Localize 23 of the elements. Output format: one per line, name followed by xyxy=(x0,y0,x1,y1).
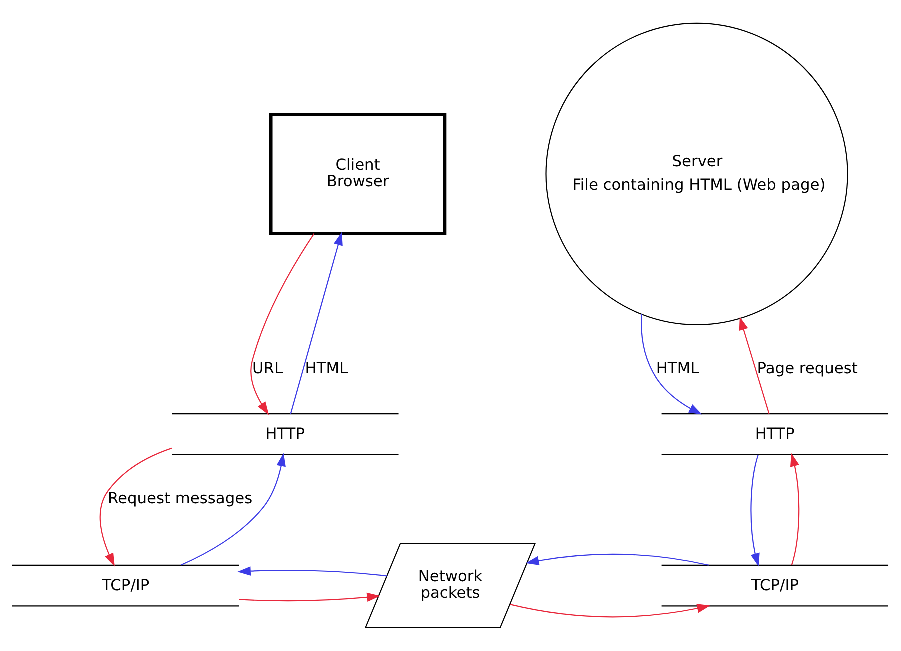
edge-label: Page request xyxy=(757,360,858,378)
arrow xyxy=(290,232,343,414)
arrow xyxy=(526,554,710,566)
node-text: HTTP xyxy=(755,425,795,444)
arrow xyxy=(790,453,800,566)
arrow xyxy=(180,453,286,566)
edge-label: HTML xyxy=(656,360,700,378)
arrow xyxy=(641,314,702,415)
arrow xyxy=(250,234,315,416)
arrow xyxy=(750,454,760,567)
node-circle: Server File containing HTML (Web page) xyxy=(546,22,848,326)
arrow xyxy=(239,592,380,602)
arrow xyxy=(238,566,388,577)
node-box: Client Browser xyxy=(269,113,447,236)
node-text: HTTP xyxy=(266,425,305,444)
edge-label: URL xyxy=(252,360,284,378)
arrow xyxy=(739,317,770,414)
node-text: TCP/IP xyxy=(751,576,800,594)
arrow xyxy=(510,604,711,618)
arrow xyxy=(100,448,172,567)
node-text: TCP/IP xyxy=(102,576,150,594)
edge-label: HTML xyxy=(305,360,348,378)
edge-label: Request messages xyxy=(108,489,253,508)
